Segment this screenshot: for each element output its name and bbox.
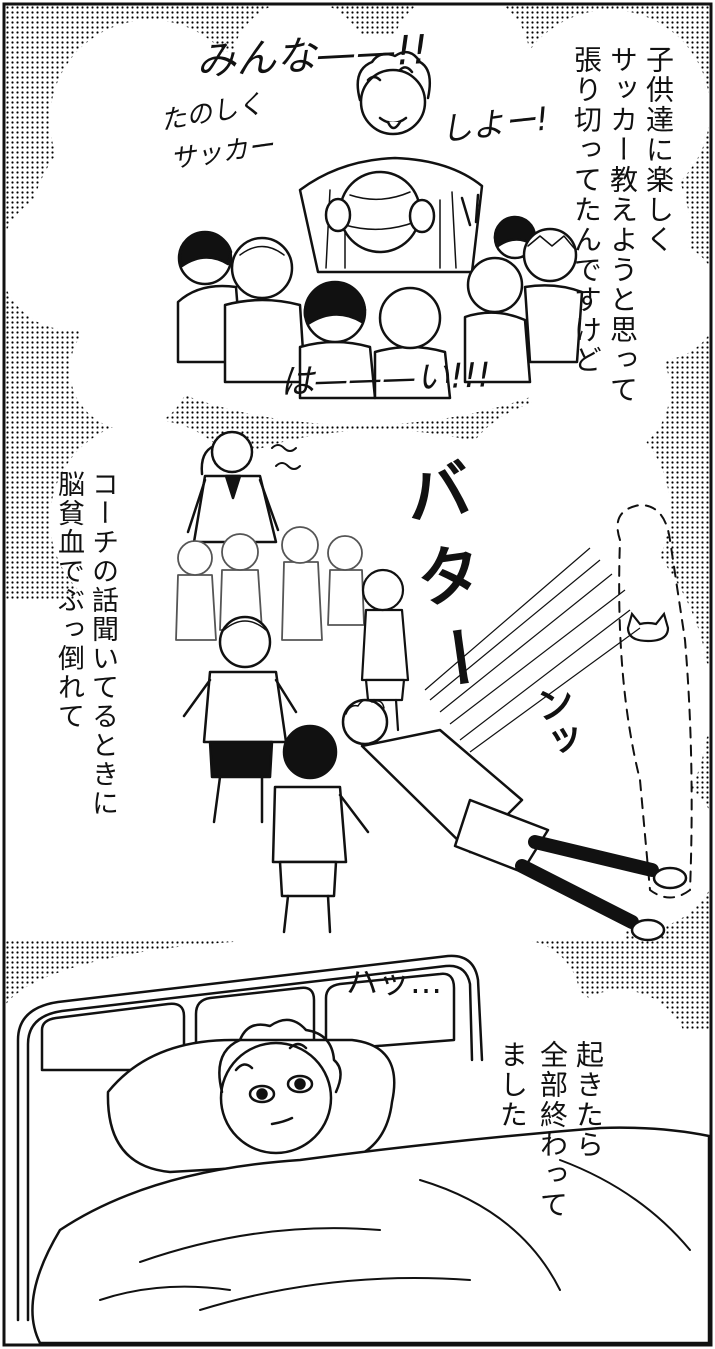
bg-child-2: [219, 533, 263, 631]
child-3: [298, 280, 377, 400]
bg-child-4: [327, 535, 365, 626]
child-running-left: [182, 615, 298, 824]
bg-child-3: [281, 526, 323, 641]
ghost-outline: [616, 503, 693, 899]
coach-arms: [186, 478, 280, 534]
fallen-coach: [341, 698, 688, 942]
bed-headboard: [16, 954, 484, 1322]
child-black-hair: [271, 724, 370, 934]
cat-face-icon: [626, 611, 670, 643]
child-standing-right: [360, 568, 410, 732]
sfx-wake: ハッ…: [346, 963, 443, 1001]
child-3-hair: [303, 281, 367, 326]
coach-standing-head: [210, 430, 254, 474]
blanket: [31, 1126, 711, 1345]
child-2: [223, 236, 307, 384]
narration-top-line-3: 張り切ってたんですけど: [570, 45, 603, 375]
bg-child-1: [175, 540, 217, 641]
narration-bottom-line-1: 起きたら: [572, 1040, 605, 1160]
coach-with-ball: [298, 50, 484, 274]
person-left-pupil: [256, 1088, 268, 1100]
children-group-top: [176, 193, 584, 400]
coach-left-hand: [324, 197, 352, 233]
person-curly-hair: [218, 1018, 342, 1094]
child-1-hair: [178, 231, 233, 268]
person-right-pupil: [294, 1078, 306, 1090]
coach-right-hand: [408, 198, 436, 234]
narration-middle-line-2: 脳貧血でぶっ倒れて: [53, 470, 84, 731]
black-hair-head: [282, 724, 338, 780]
narration-top-line-2: サッカー教えようと思って: [606, 45, 639, 405]
speed-lines: [424, 547, 641, 753]
child-6: [463, 256, 532, 384]
coach-body: [192, 474, 278, 544]
worry-mark: [271, 444, 301, 470]
narration-bottom-line-2: 全部終わって: [536, 1040, 569, 1220]
person-mouth: [270, 1116, 294, 1126]
person-head: [219, 1041, 333, 1155]
coach-curly-hair: [356, 50, 431, 102]
blanket-folds: [99, 1159, 691, 1311]
narration-bottom-line-3: ました: [496, 1040, 529, 1130]
ball-seams: [344, 191, 416, 231]
coach-head: [359, 68, 427, 136]
coach-tongue: [386, 120, 402, 130]
child-7: [522, 227, 584, 364]
soccer-ball: [338, 170, 422, 254]
children-reply: は———い!!!: [279, 355, 492, 403]
sleeping-person: [218, 1018, 342, 1155]
fallen-head: [341, 698, 389, 746]
narration-middle-line-1: コーチの話聞いてるときに: [87, 470, 118, 818]
fallen-legs: [515, 835, 659, 929]
black-shorts: [208, 740, 274, 779]
child-1: [176, 230, 244, 364]
children-group-background: [175, 526, 365, 641]
coach-standing: [186, 430, 301, 544]
child-4: [373, 286, 452, 400]
coach-shirt-stripes: [325, 189, 457, 269]
fallen-shoe-1: [652, 866, 688, 890]
narration-top-line-1: 子供達に楽しく: [642, 45, 675, 255]
coach-collar: [224, 474, 242, 500]
child-5-hair: [493, 215, 537, 248]
speech-call-everyone: みんな——!!: [194, 26, 430, 86]
fallen-shoe-2: [630, 918, 666, 942]
